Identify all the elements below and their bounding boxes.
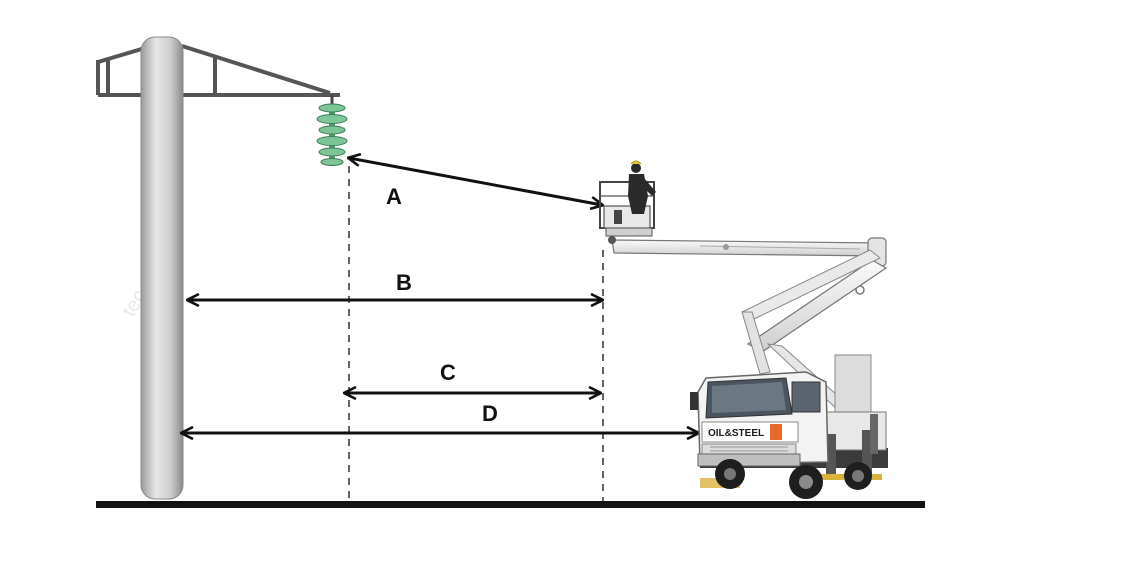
- dimension-arrow-a: [349, 158, 602, 205]
- label-a: A: [386, 184, 402, 209]
- truck-brand-text: OIL&STEEL: [708, 428, 764, 439]
- truck-wheels: [715, 459, 872, 499]
- label-b: B: [396, 270, 412, 295]
- worker-icon: [628, 160, 656, 214]
- insulator-icon: [316, 95, 348, 166]
- label-c: C: [440, 360, 456, 385]
- truck-cab: OIL&STEEL: [690, 371, 829, 467]
- aerial-lift-truck: OIL&STEEL: [599, 160, 888, 499]
- upper-boom: [611, 237, 887, 295]
- label-d: D: [482, 401, 498, 426]
- crossarm: [96, 44, 340, 97]
- ground-line: [96, 501, 925, 508]
- utility-pole: [140, 36, 184, 500]
